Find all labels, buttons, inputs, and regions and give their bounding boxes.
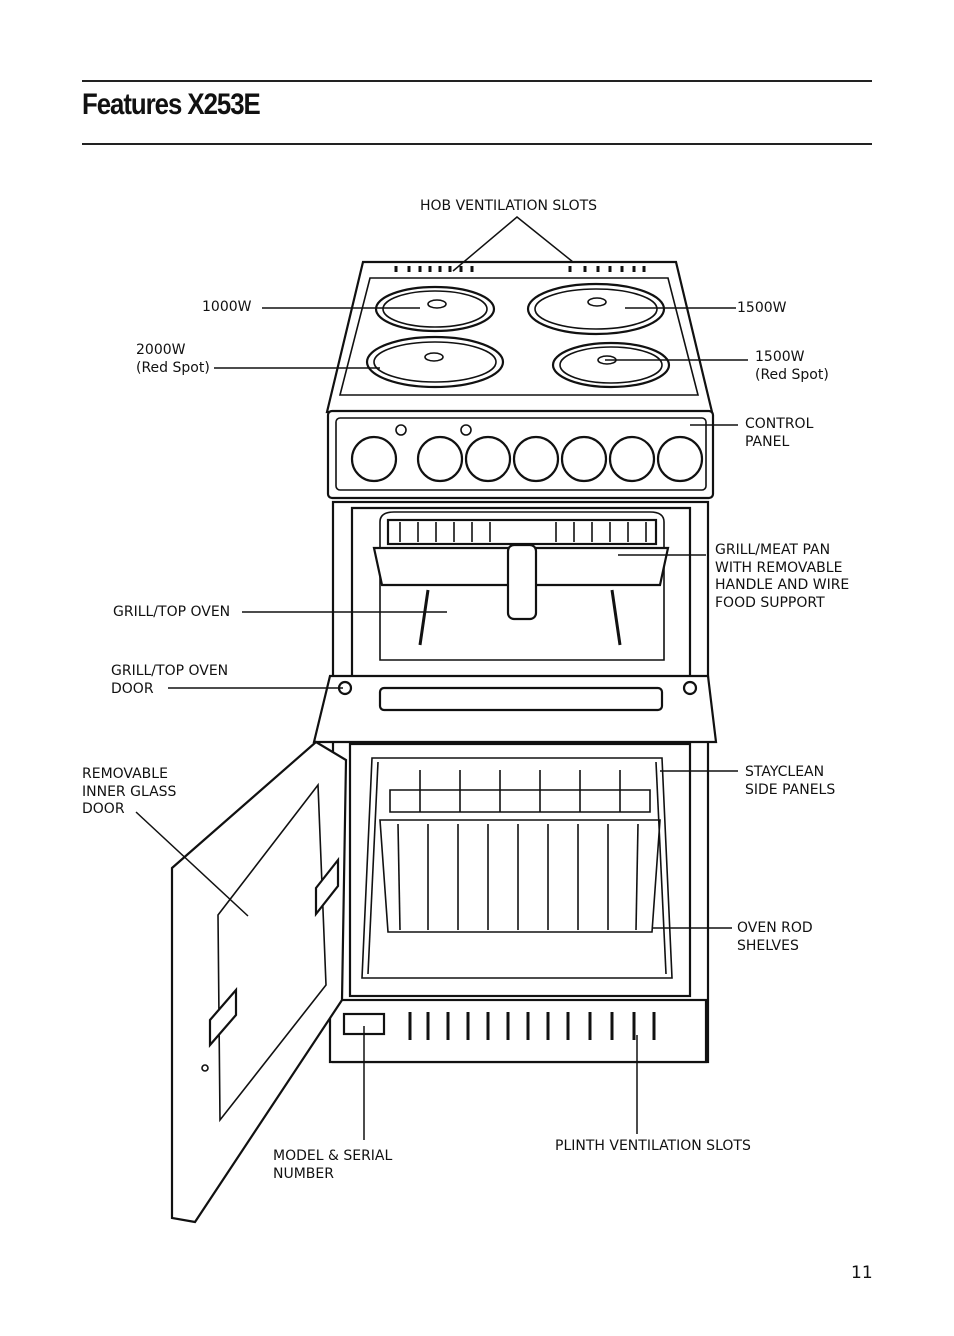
main-oven (348, 742, 692, 998)
page-number: 11 (851, 1263, 873, 1283)
label-control-panel: CONTROL PANEL (745, 416, 814, 450)
main-oven-door (170, 740, 348, 1224)
label-removable-inner-glass-door: REMOVABLE INNER GLASS DOOR (82, 766, 177, 817)
header-rule-bottom (82, 143, 872, 145)
grill-top-oven-door (312, 674, 718, 744)
control-panel (326, 409, 715, 500)
label-stayclean-side-panels: STAYCLEAN SIDE PANELS (745, 764, 836, 798)
hotplate-1500w-front (551, 341, 671, 389)
leader-lines (135, 216, 748, 1140)
label-grill-top-oven-door: GRILL/TOP OVEN DOOR (111, 663, 229, 697)
hotplate-1000w (374, 285, 496, 333)
label-1000w: 1000W (202, 299, 252, 315)
label-1500w-rear: 1500W (737, 300, 787, 316)
label-2000w: 2000W (Red Spot) (136, 342, 210, 376)
hotplate-2000w (365, 335, 505, 389)
oven-rod-shelves (379, 770, 661, 933)
stayclean-side-panels (367, 761, 667, 975)
plinth (328, 998, 708, 1064)
hob (325, 260, 714, 414)
hob-ventilation-slots (394, 266, 646, 272)
label-grill-top-oven: GRILL/TOP OVEN (113, 604, 231, 620)
label-oven-rod-shelves: OVEN ROD SHELVES (737, 920, 813, 954)
label-grill-meat-pan: GRILL/MEAT PAN WITH REMOVABLE HANDLE AND… (715, 542, 850, 611)
label-hob-ventilation-slots: HOB VENTILATION SLOTS (420, 198, 598, 214)
grill-top-oven (350, 506, 692, 690)
label-plinth-ventilation-slots: PLINTH VENTILATION SLOTS (555, 1138, 751, 1154)
label-1500w-front: 1500W (Red Spot) (755, 349, 829, 383)
hotplate-1500w-rear (526, 282, 666, 336)
plinth-ventilation-slots (408, 1012, 656, 1040)
label-model-serial-number: MODEL & SERIAL NUMBER (273, 1148, 393, 1182)
grill-meat-pan (372, 518, 670, 621)
page-title: Features X253E (82, 88, 261, 121)
header-rule-top (82, 80, 872, 82)
